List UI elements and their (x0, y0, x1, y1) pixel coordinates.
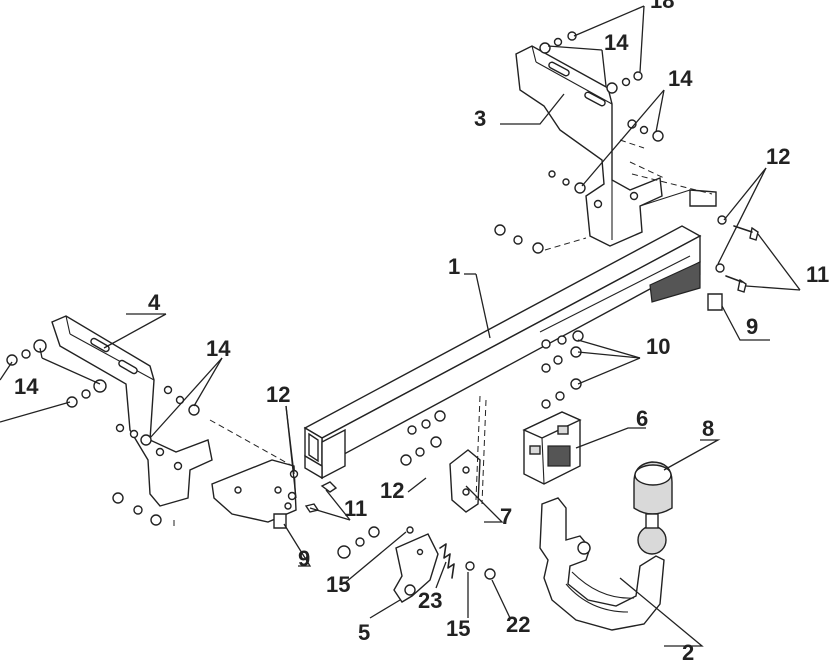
right-side-bracket (515, 45, 717, 247)
main-cross-beam (303, 225, 702, 480)
label-part-4: 4 (148, 290, 161, 315)
spring (439, 543, 455, 579)
label-part-11-right: 11 (806, 262, 829, 287)
label-part-6: 6 (636, 406, 648, 431)
label-part-12-right: 12 (766, 144, 790, 169)
label-part-7: 7 (500, 504, 512, 529)
leader-lines (0, 5, 801, 647)
label-part-15-left: 15 (326, 572, 350, 597)
label-part-11-left: 11 (344, 496, 367, 521)
latch-plate (393, 533, 439, 603)
label-part-15-bottom: 15 (446, 616, 470, 641)
label-part-14-top: 14 (604, 30, 629, 55)
label-part-1: 1 (448, 254, 460, 279)
label-part-14-left-outer: 14 (14, 374, 39, 399)
label-part-9-left: 9 (298, 546, 310, 571)
assembly-lines (173, 139, 713, 528)
label-part-8: 8 (702, 416, 714, 441)
label-part-23: 23 (418, 588, 442, 613)
left-side-bracket (51, 315, 297, 523)
label-part-3: 3 (474, 106, 486, 131)
label-part-9-right: 9 (746, 314, 758, 339)
label-part-12-left: 12 (266, 382, 290, 407)
label-part-14-upper-right: 14 (668, 66, 693, 91)
fasteners (6, 31, 759, 580)
socket-plate (449, 449, 481, 513)
label-part-14-left-inner: 14 (206, 336, 231, 361)
electrical-socket (522, 411, 582, 485)
tow-ball-arm (539, 497, 667, 631)
ball-cover (633, 461, 673, 515)
label-part-5: 5 (358, 620, 370, 645)
label-part-22: 22 (506, 612, 530, 637)
label-part-12-center: 12 (380, 478, 404, 503)
label-part-2: 2 (682, 640, 694, 664)
label-part-10: 10 (646, 334, 670, 359)
callout-labels: 1 2 3 4 5 6 7 8 9 9 10 11 11 12 12 12 14… (14, 0, 829, 664)
label-part-18: 18 (650, 0, 674, 13)
